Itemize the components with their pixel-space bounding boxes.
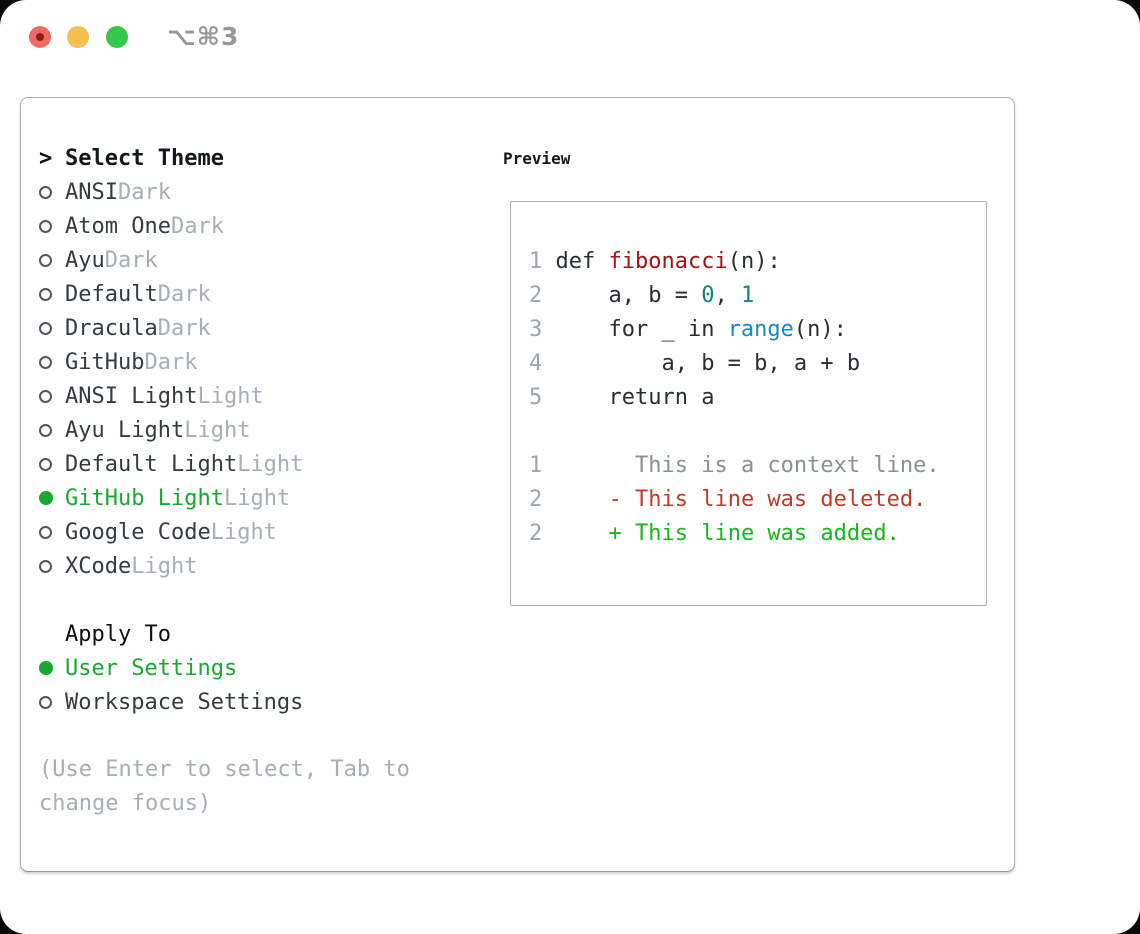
spacer [39, 719, 479, 753]
theme-label: Default [65, 281, 158, 307]
hint-text: (Use Enter to select, Tab to change focu… [39, 757, 410, 816]
theme-variant-tag: Dark [104, 247, 158, 273]
diff-line: 1 This is a context line. [529, 453, 940, 478]
theme-option-github[interactable]: GitHub Dark [39, 345, 479, 379]
radio-unselected-icon [39, 695, 65, 709]
theme-label: Dracula [65, 315, 158, 341]
theme-option-ayu-light[interactable]: Ayu Light Light [39, 413, 479, 447]
theme-option-ansi-light[interactable]: ANSI Light Light [39, 379, 479, 413]
apply-option-user-settings[interactable]: User Settings [39, 651, 479, 685]
diff-line: 2 - This line was deleted. [529, 487, 927, 512]
diff-line: 2 + This line was added. [529, 521, 900, 546]
code-line: 2 a, b = 0, 1 [529, 283, 755, 308]
radio-unselected-icon [39, 253, 65, 267]
window-title: ⌥⌘3 [167, 22, 240, 51]
code-line: 5 return a [529, 385, 715, 410]
theme-option-google-code[interactable]: Google Code Light [39, 515, 479, 549]
apply-label: User Settings [65, 655, 238, 681]
theme-variant-tag: Light [210, 519, 277, 545]
theme-label: XCode [65, 553, 132, 579]
code-preview: 1 def fibonacci(n): 2 a, b = 0, 1 3 for _ … [529, 245, 940, 551]
code-line: 1 def fibonacci(n): [529, 249, 781, 274]
blank-line [529, 415, 940, 449]
theme-variant-tag: Dark [117, 179, 171, 205]
radio-unselected-icon [39, 423, 65, 437]
theme-variant-tag: Dark [157, 281, 211, 307]
radio-unselected-icon [39, 287, 65, 301]
apply-to-header: Apply To [39, 617, 479, 651]
theme-option-xcode[interactable]: XCode Light [39, 549, 479, 583]
radio-unselected-icon [39, 355, 65, 369]
theme-option-ansi[interactable]: ANSI Dark [39, 175, 479, 209]
theme-variant-tag: Dark [170, 213, 224, 239]
theme-label: Google Code [65, 519, 211, 545]
theme-option-default-light[interactable]: Default Light Light [39, 447, 479, 481]
theme-option-default[interactable]: Default Dark [39, 277, 479, 311]
radio-unselected-icon [39, 559, 65, 573]
select-theme-header: > Select Theme [39, 141, 479, 175]
radio-unselected-icon [39, 525, 65, 539]
radio-unselected-icon [39, 185, 65, 199]
radio-unselected-icon [39, 219, 65, 233]
theme-label: Ayu Light [65, 417, 185, 443]
code-line: 4 a, b = b, a + b [529, 351, 861, 376]
theme-label: ANSI Light [65, 383, 198, 409]
unsaved-changes-dot-icon [36, 33, 44, 41]
minimize-button[interactable] [67, 26, 89, 48]
spacer [39, 583, 479, 617]
theme-variant-tag: Light [131, 553, 198, 579]
code-line: 3 for _ in range(n): [529, 317, 847, 342]
apply-label: Workspace Settings [65, 689, 304, 715]
apply-option-workspace-settings[interactable]: Workspace Settings [39, 685, 479, 719]
theme-label: ANSI [65, 179, 118, 205]
select-theme-title: Select Theme [65, 145, 224, 171]
zoom-button[interactable] [106, 26, 128, 48]
radio-selected-icon [39, 491, 65, 505]
theme-variant-tag: Light [197, 383, 264, 409]
preview-box: 1 def fibonacci(n): 2 a, b = 0, 1 3 for _ … [510, 201, 987, 606]
theme-label: GitHub [65, 349, 145, 375]
theme-variant-tag: Dark [157, 315, 211, 341]
theme-option-dracula[interactable]: Dracula Dark [39, 311, 479, 345]
theme-option-github-light[interactable]: GitHub Light Light [39, 481, 479, 515]
theme-label: Ayu [65, 247, 105, 273]
close-button[interactable] [29, 26, 51, 48]
cursor-icon: > [39, 145, 53, 171]
radio-selected-icon [39, 661, 65, 675]
theme-option-atom-one[interactable]: Atom One Dark [39, 209, 479, 243]
theme-option-ayu[interactable]: Ayu Dark [39, 243, 479, 277]
theme-variant-tag: Light [184, 417, 251, 443]
apply-to-title: Apply To [65, 621, 171, 647]
radio-unselected-icon [39, 457, 65, 471]
radio-unselected-icon [39, 389, 65, 403]
theme-variant-tag: Light [237, 451, 304, 477]
preview-title: Preview [503, 148, 571, 168]
theme-label: Atom One [65, 213, 171, 239]
theme-variant-tag: Dark [144, 349, 198, 375]
theme-label: Default Light [65, 451, 238, 477]
preview-header: Preview [503, 141, 570, 175]
theme-variant-tag: Light [223, 485, 291, 511]
theme-label: GitHub Light [65, 485, 224, 511]
radio-unselected-icon [39, 321, 65, 335]
